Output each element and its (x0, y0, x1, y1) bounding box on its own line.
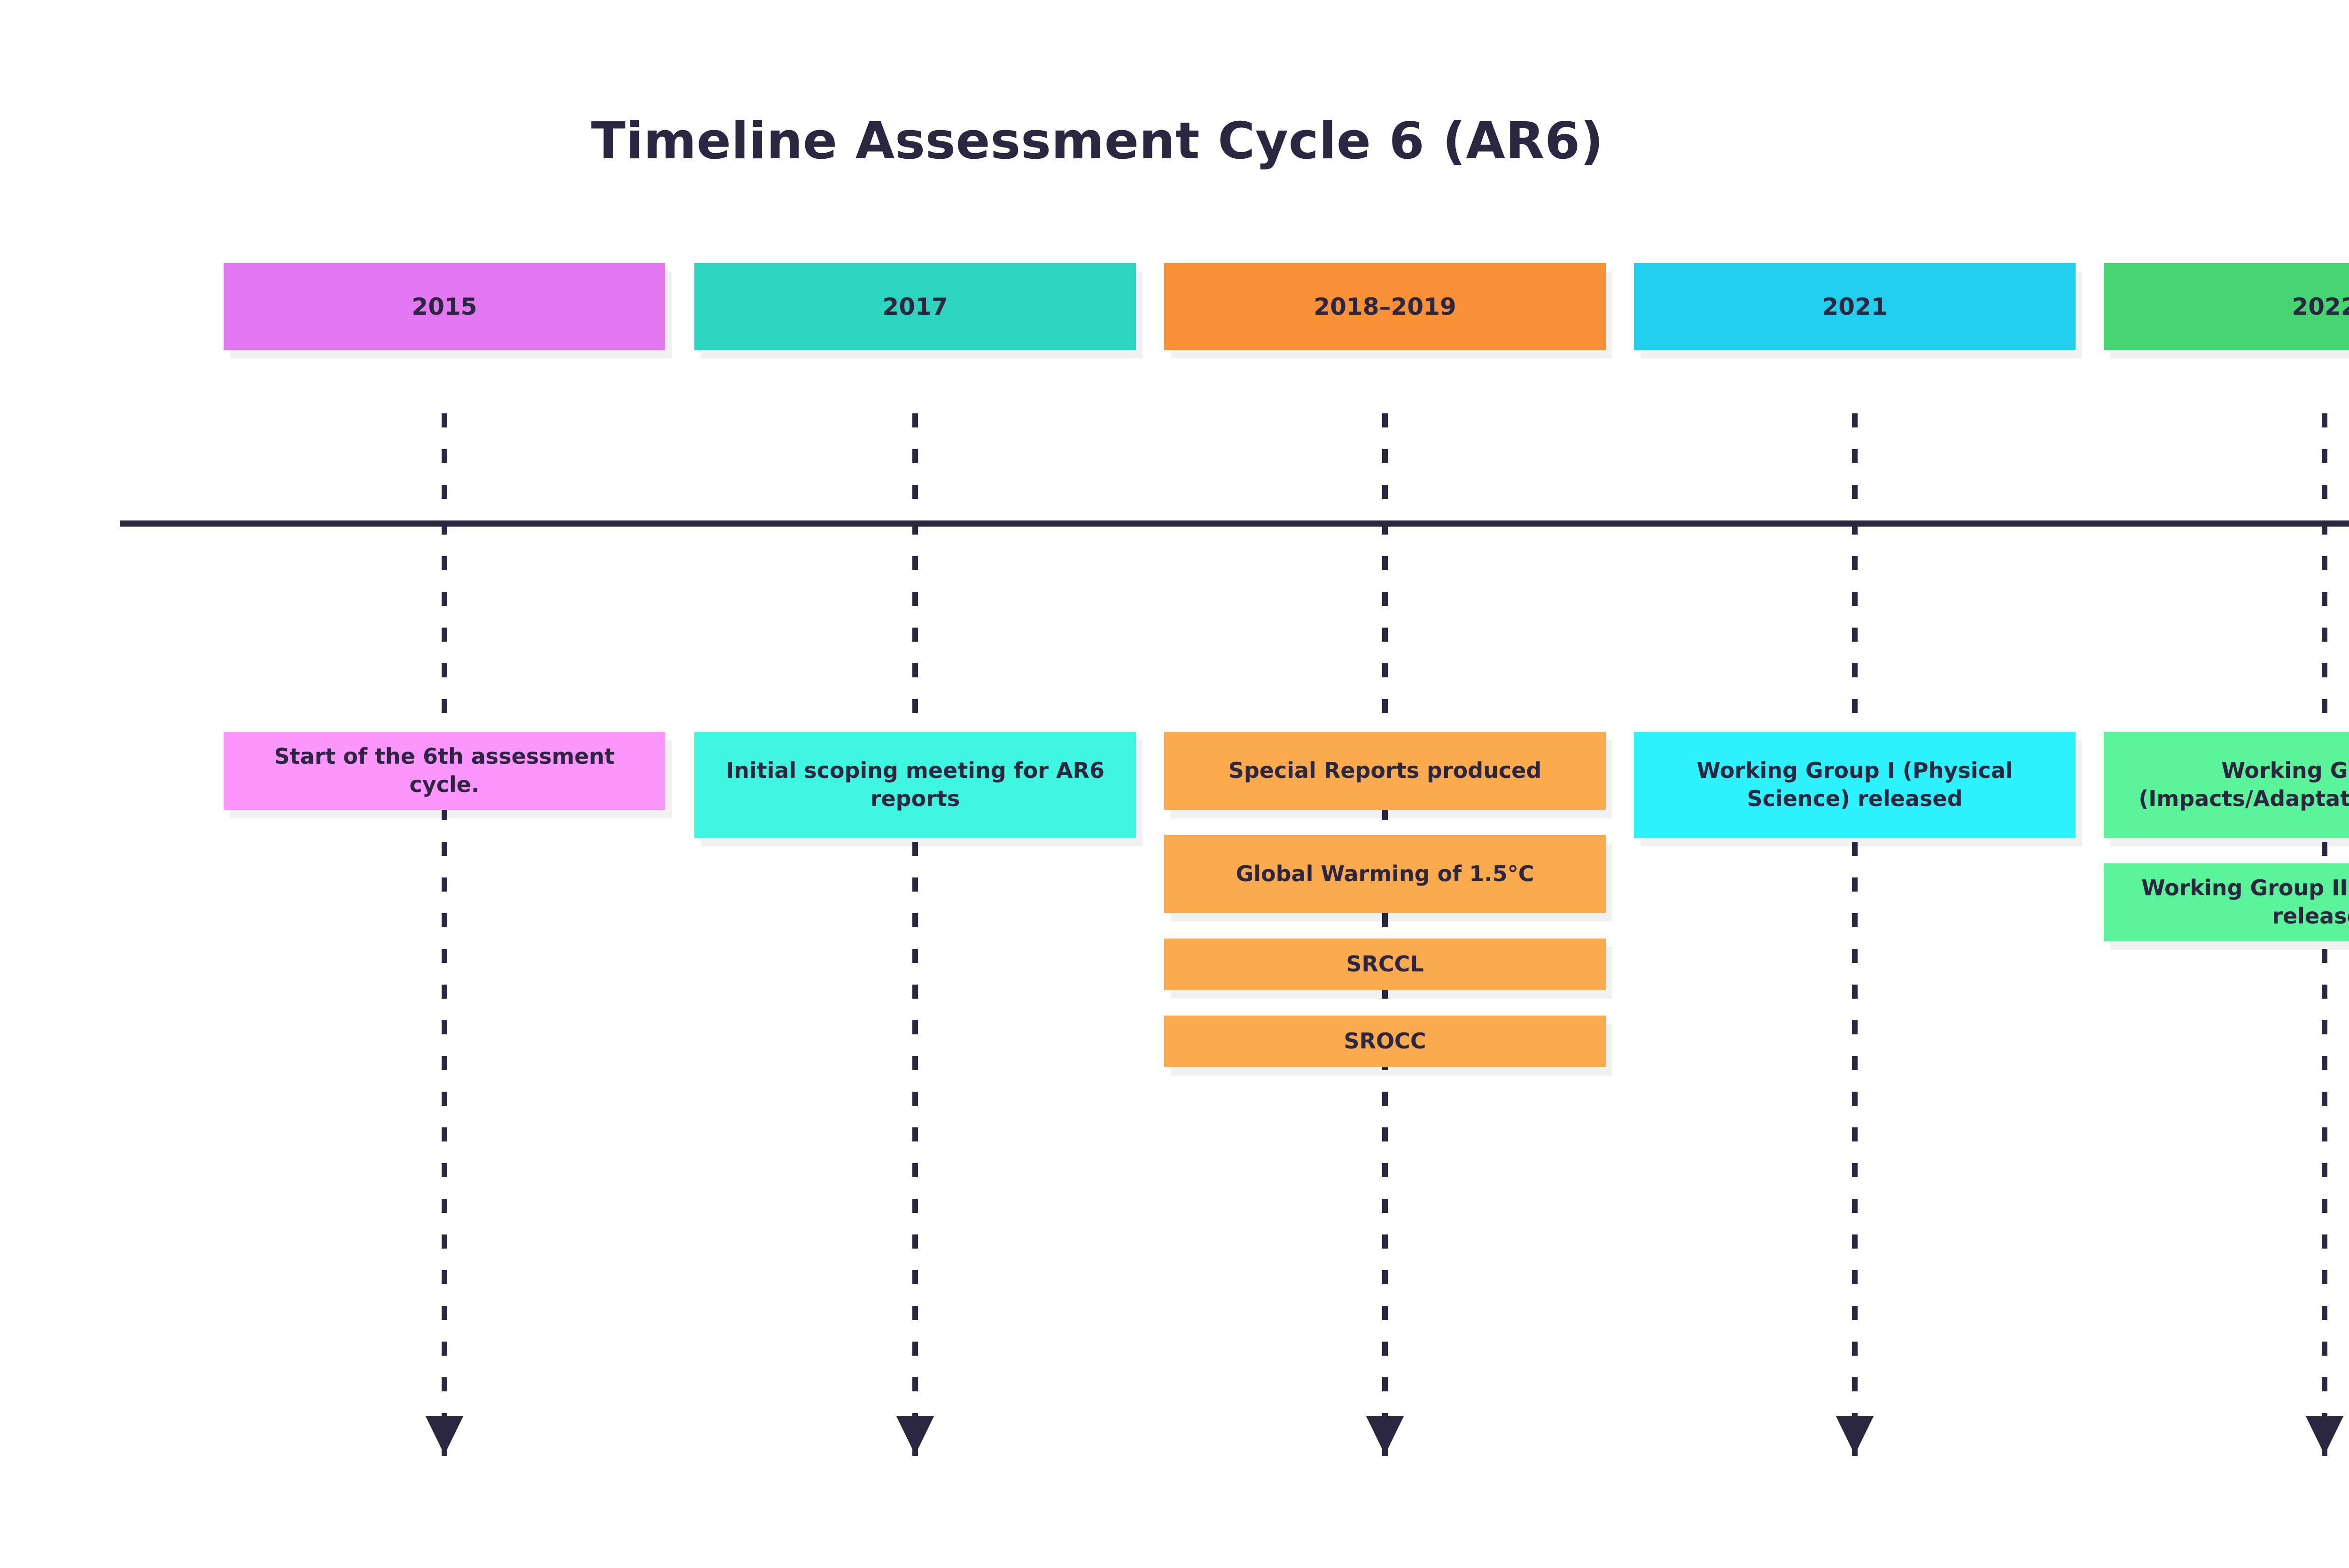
timeline-event-label: Start of the 6th assessment cycle. (274, 744, 615, 797)
timeline-period-box[interactable]: 2021 (1634, 263, 2076, 350)
timeline-event-list: Working Group I (Physical Science) relea… (1634, 732, 2076, 863)
timeline-connector-dashed-line (912, 413, 918, 1456)
timeline-event-box[interactable]: SRCCL (1164, 939, 1606, 990)
arrow-down-icon (426, 1416, 463, 1455)
page-title: Timeline Assessment Cycle 6 (AR6) (591, 112, 1604, 171)
timeline-event-box[interactable]: Initial scoping meeting for AR6 reports (694, 732, 1136, 838)
timeline-period-box[interactable]: 2018–2019 (1164, 263, 1606, 350)
timeline-connector-dashed-line (442, 413, 447, 1456)
timeline-period-label: 2021 (1822, 293, 1888, 320)
timeline-event-label: Global Warming of 1.5°C (1236, 861, 1534, 887)
timeline-event-box[interactable]: Global Warming of 1.5°C (1164, 835, 1606, 913)
timeline-event-label: Initial scoping meeting for AR6 reports (726, 758, 1104, 811)
timeline-event-box[interactable]: Start of the 6th assessment cycle. (224, 732, 665, 810)
timeline-event-label: Working Group II (Impacts/Adaptation) re… (2139, 758, 2349, 811)
timeline-event-list: Working Group II (Impacts/Adaptation) re… (2104, 732, 2349, 967)
arrow-down-icon (2306, 1416, 2343, 1455)
timeline-axis-line (120, 520, 2349, 527)
arrow-down-icon (896, 1416, 934, 1455)
timeline-event-box[interactable]: Working Group III (Mitigation) released (2104, 863, 2349, 941)
timeline-event-list: Start of the 6th assessment cycle. (224, 732, 665, 835)
timeline-event-box[interactable]: Special Reports produced (1164, 732, 1606, 810)
timeline-connector-dashed-line (1382, 413, 1388, 1456)
timeline-event-list: Initial scoping meeting for AR6 reports (694, 732, 1136, 863)
timeline-event-label: Special Reports produced (1228, 758, 1542, 784)
timeline-event-label: SRCCL (1346, 951, 1424, 977)
timeline-event-box[interactable]: Working Group I (Physical Science) relea… (1634, 732, 2076, 838)
timeline-connector-dashed-line (1852, 413, 1858, 1456)
timeline-period-label: 2017 (882, 293, 948, 320)
timeline-event-label: Working Group I (Physical Science) relea… (1696, 758, 2013, 811)
timeline-period-label: 2022 (2292, 293, 2349, 320)
timeline-event-box[interactable]: SROCC (1164, 1016, 1606, 1067)
timeline-period-box[interactable]: 2015 (224, 263, 665, 350)
timeline-column: 2022Working Group II (Impacts/Adaptation… (2099, 0, 2349, 1568)
arrow-down-icon (1366, 1416, 1404, 1455)
timeline-event-label: Working Group III (Mitigation) released (2141, 875, 2349, 929)
timeline-period-label: 2015 (412, 293, 477, 320)
timeline-period-label: 2018–2019 (1314, 293, 1456, 320)
timeline-period-box[interactable]: 2017 (694, 263, 1136, 350)
timeline-period-box[interactable]: 2022 (2104, 263, 2349, 350)
timeline-event-box[interactable]: Working Group II (Impacts/Adaptation) re… (2104, 732, 2349, 838)
arrow-down-icon (1836, 1416, 1874, 1455)
timeline-event-label: SROCC (1344, 1028, 1426, 1054)
